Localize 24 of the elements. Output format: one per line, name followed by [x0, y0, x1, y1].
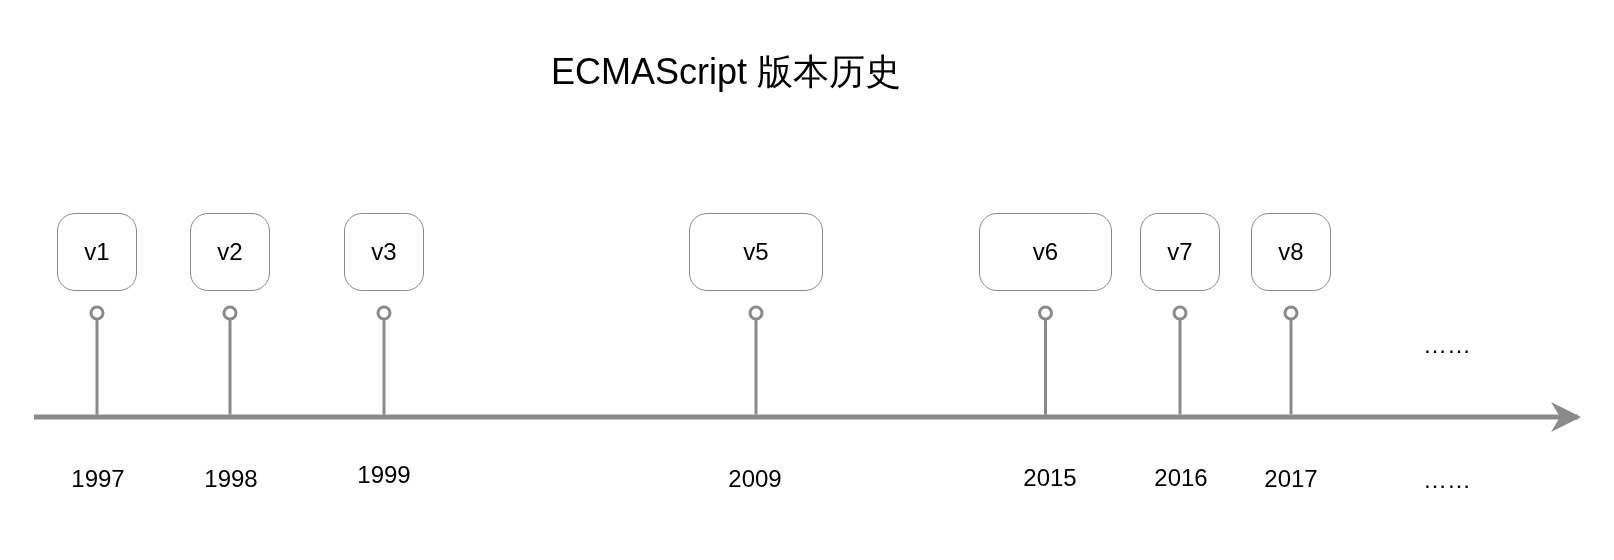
year-label: 1998	[204, 465, 258, 493]
year-label: 1997	[71, 465, 125, 493]
title: ECMAScript 版本历史	[551, 49, 901, 94]
year-label: 2009	[728, 465, 782, 493]
version-label: v7	[1167, 238, 1193, 266]
version-label: v2	[217, 238, 243, 266]
ellipsis-text: ……	[1423, 331, 1471, 359]
version-label: v8	[1278, 238, 1304, 266]
year-label: 2017	[1264, 465, 1318, 493]
version-label: v3	[371, 238, 397, 266]
version-box	[689, 213, 823, 291]
version-box	[344, 213, 424, 291]
year-label: 2015	[1023, 464, 1077, 492]
version-box	[190, 213, 270, 291]
version-box	[57, 213, 137, 291]
ellipsis-text: ……	[1423, 466, 1471, 494]
year-label: 2016	[1154, 464, 1208, 492]
version-box	[979, 213, 1112, 291]
version-box	[1140, 213, 1220, 291]
year-label: 1999	[357, 461, 411, 489]
version-label: v6	[1032, 238, 1059, 266]
version-box	[1251, 213, 1331, 291]
version-label: v5	[743, 238, 769, 266]
version-label: v1	[84, 238, 110, 266]
